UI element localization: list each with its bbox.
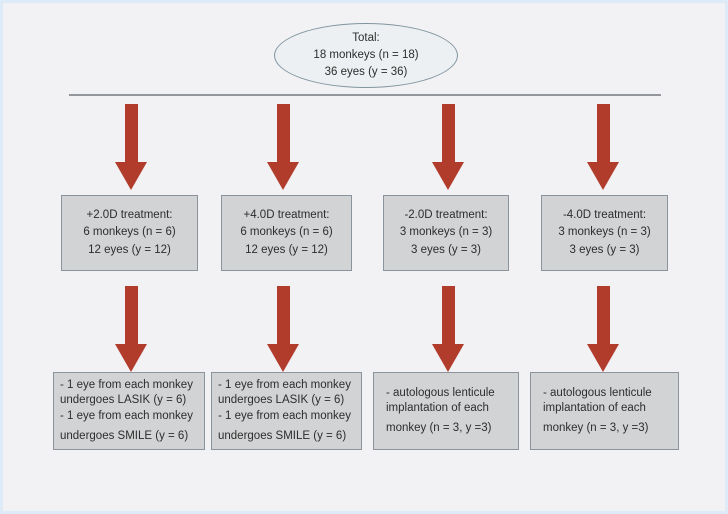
- treatment-eyes: 3 eyes (y = 3): [411, 243, 481, 256]
- treatment-box-plus-2d: +2.0D treatment: 6 monkeys (n = 6) 12 ey…: [61, 195, 198, 271]
- arrow-shaft: [596, 104, 610, 162]
- treatment-title: +4.0D treatment:: [243, 209, 330, 222]
- treatment-eyes: 3 eyes (y = 3): [569, 243, 640, 256]
- treatment-monkeys: 6 monkeys (n = 6): [83, 226, 176, 239]
- treatment-eyes: 12 eyes (y = 12): [245, 243, 328, 256]
- total-node-ellipse: Total: 18 monkeys (n = 18) 36 eyes (y = …: [274, 23, 458, 88]
- total-label: Total:: [352, 32, 380, 45]
- arrow-head: [432, 344, 464, 372]
- treatment-title: +2.0D treatment:: [86, 209, 173, 222]
- down-arrow-icon: [587, 104, 619, 190]
- arrow-shaft: [276, 286, 290, 344]
- procedure-line: undergoes SMILE (y = 6): [218, 429, 347, 442]
- treatment-box-plus-4d: +4.0D treatment: 6 monkeys (n = 6) 12 ey…: [221, 195, 352, 271]
- down-arrow-icon: [115, 104, 147, 190]
- procedure-box-minus-2d: - autologous lenticule implantation of e…: [373, 372, 519, 450]
- treatment-title: -2.0D treatment:: [404, 209, 488, 222]
- total-eyes-count: 36 eyes (y = 36): [324, 65, 408, 78]
- down-arrow-icon: [432, 104, 464, 190]
- procedure-line: implantation of each: [386, 402, 489, 415]
- procedure-line: - 1 eye from each monkey: [218, 378, 351, 391]
- procedure-line: - 1 eye from each monkey: [60, 410, 193, 422]
- procedure-box-minus-4d: - autologous lenticule implantation of e…: [530, 372, 679, 450]
- procedure-line: - autologous lenticule: [543, 386, 652, 399]
- procedure-line: implantation of each: [543, 402, 646, 415]
- treatment-box-minus-4d: -4.0D treatment: 3 monkeys (n = 3) 3 eye…: [541, 195, 668, 271]
- arrow-head: [115, 162, 147, 190]
- treatment-title: -4.0D treatment:: [562, 209, 647, 222]
- total-monkeys-count: 18 monkeys (n = 18): [313, 49, 419, 62]
- procedure-line: monkey (n = 3, y =3): [386, 421, 492, 434]
- arrow-shaft: [441, 286, 455, 344]
- down-arrow-icon: [432, 286, 464, 372]
- arrow-head: [115, 344, 147, 372]
- treatment-monkeys: 6 monkeys (n = 6): [240, 226, 333, 239]
- arrow-head: [587, 344, 619, 372]
- down-arrow-icon: [267, 104, 299, 190]
- procedure-line: - 1 eye from each monkey: [218, 410, 351, 422]
- treatment-monkeys: 3 monkeys (n = 3): [558, 226, 651, 239]
- arrow-head: [267, 162, 299, 190]
- procedure-line: - 1 eye from each monkey: [60, 378, 193, 391]
- procedure-line: undergoes LASIK (y = 6): [218, 394, 345, 407]
- procedure-box-plus-2d: - 1 eye from each monkey undergoes LASIK…: [53, 372, 205, 450]
- procedure-box-plus-4d: - 1 eye from each monkey undergoes LASIK…: [211, 372, 362, 450]
- arrow-shaft: [276, 104, 290, 162]
- arrow-shaft: [124, 104, 138, 162]
- procedure-line: - autologous lenticule: [386, 386, 495, 399]
- arrow-head: [587, 162, 619, 190]
- procedure-line: monkey (n = 3, y =3): [543, 421, 649, 434]
- arrow-shaft: [596, 286, 610, 344]
- divider-line: [69, 94, 661, 96]
- down-arrow-icon: [587, 286, 619, 372]
- arrow-head: [432, 162, 464, 190]
- down-arrow-icon: [267, 286, 299, 372]
- arrow-head: [267, 344, 299, 372]
- procedure-line: undergoes SMILE (y = 6): [60, 429, 189, 442]
- arrow-shaft: [124, 286, 138, 344]
- treatment-monkeys: 3 monkeys (n = 3): [399, 226, 493, 239]
- treatment-box-minus-2d: -2.0D treatment: 3 monkeys (n = 3) 3 eye…: [383, 195, 509, 271]
- treatment-eyes: 12 eyes (y = 12): [88, 243, 171, 256]
- procedure-line: undergoes LASIK (y = 6): [60, 394, 187, 407]
- down-arrow-icon: [115, 286, 147, 372]
- arrow-shaft: [441, 104, 455, 162]
